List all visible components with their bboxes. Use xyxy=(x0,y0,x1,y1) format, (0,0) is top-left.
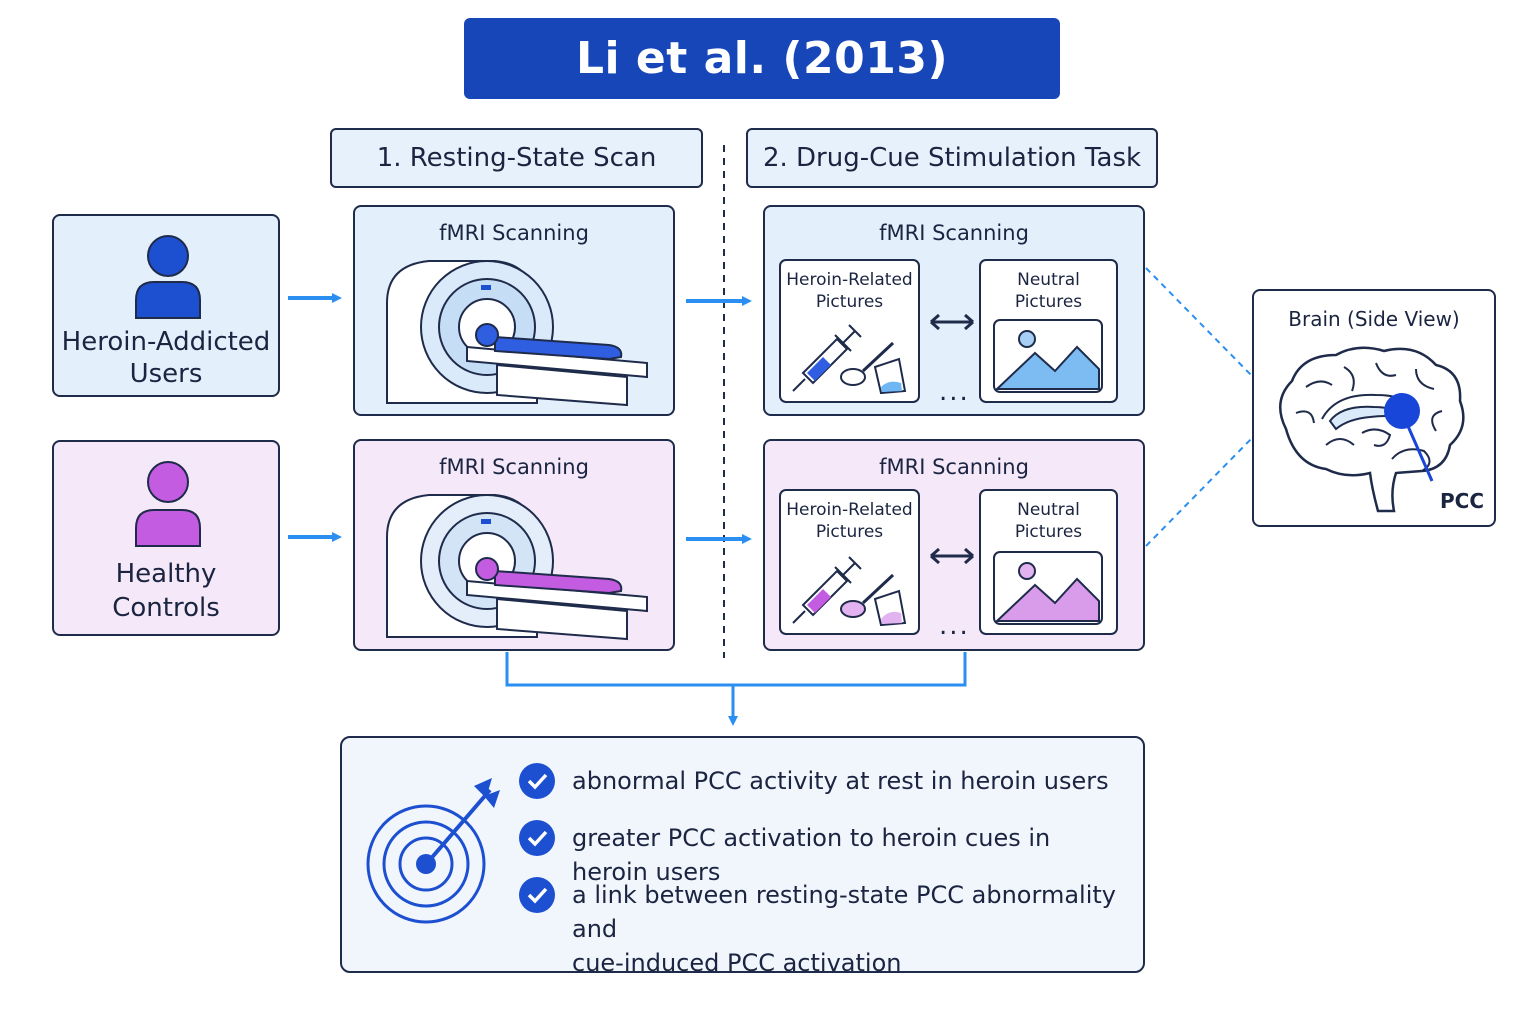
landscape-image-icon xyxy=(993,319,1103,393)
group-label-line2: Users xyxy=(129,359,203,389)
card-caption-line1: Neutral xyxy=(1017,270,1080,290)
finding-line2: cue-induced PCC activation xyxy=(572,949,902,977)
person-icon xyxy=(135,461,201,547)
rest-scan-controls: fMRI Scanning xyxy=(353,439,675,651)
results-bracket xyxy=(505,652,967,687)
dashed-link-heroin-brain xyxy=(1145,267,1253,377)
card-caption: Heroin-Related Pictures xyxy=(781,499,918,543)
section-header-drug-cue: 2. Drug-Cue Stimulation Task xyxy=(746,128,1158,188)
group-label-line1: Heroin-Addicted xyxy=(61,327,271,357)
brain-side-view-panel: Brain (Side View) PCC xyxy=(1252,289,1496,527)
finding-line1: a link between resting-state PCC abnorma… xyxy=(572,881,1116,943)
syringe-spoon-icon xyxy=(792,556,907,627)
scan-caption: fMRI Scanning xyxy=(439,455,589,479)
group-label-line2: Controls xyxy=(112,593,220,623)
card-caption: Neutral Pictures xyxy=(981,499,1116,543)
findings-panel: abnormal PCC activity at rest in heroin … xyxy=(340,736,1145,977)
scan-caption: fMRI Scanning xyxy=(879,455,1029,479)
task-scan-heroin: fMRI Scanning Heroin-Related Pictures Ne… xyxy=(763,205,1145,416)
ellipsis: ... xyxy=(939,611,970,641)
landscape-image-icon xyxy=(993,551,1103,625)
syringe-spoon-icon xyxy=(792,324,907,395)
card-caption-line1: Heroin-Related xyxy=(786,500,913,520)
rest-scan-heroin: fMRI Scanning xyxy=(353,205,675,416)
group-label-line1: Healthy xyxy=(115,559,217,589)
dashed-link-controls-brain xyxy=(1145,437,1253,547)
finding-item: greater PCC activation to heroin cues in… xyxy=(572,824,1051,886)
card-caption-line1: Neutral xyxy=(1017,500,1080,520)
scan-caption: fMRI Scanning xyxy=(439,221,589,245)
card-caption-line2: Pictures xyxy=(1014,292,1083,312)
brain-caption: Brain (Side View) xyxy=(1288,307,1460,331)
heroin-pictures-card: Heroin-Related Pictures xyxy=(779,259,920,403)
check-icon xyxy=(519,877,555,913)
card-caption-line1: Heroin-Related xyxy=(786,270,913,290)
brain-icon xyxy=(1279,346,1465,513)
double-arrow-icon xyxy=(927,307,977,337)
neutral-pictures-card: Neutral Pictures xyxy=(979,489,1118,635)
target-icon xyxy=(366,778,500,924)
group-heroin-users: Heroin-Addicted Users xyxy=(52,214,280,397)
mri-scanner-icon xyxy=(386,260,648,407)
card-caption-line2: Pictures xyxy=(1014,522,1083,542)
page-title: Li et al. (2013) xyxy=(464,18,1060,99)
group-healthy-controls: Healthy Controls xyxy=(52,440,280,636)
finding-item: abnormal PCC activity at rest in heroin … xyxy=(572,767,1109,795)
card-caption: Heroin-Related Pictures xyxy=(781,269,918,313)
check-icon xyxy=(519,820,555,856)
card-caption: Neutral Pictures xyxy=(981,269,1116,313)
mri-scanner-icon xyxy=(386,494,648,641)
double-arrow-icon xyxy=(927,541,977,571)
finding-item: a link between resting-state PCC abnorma… xyxy=(572,878,1132,980)
card-caption-line2: Pictures xyxy=(815,522,884,542)
person-icon xyxy=(135,235,201,319)
pcc-label: PCC xyxy=(1440,489,1485,513)
neutral-pictures-card: Neutral Pictures xyxy=(979,259,1118,403)
scan-caption: fMRI Scanning xyxy=(879,221,1029,245)
heroin-pictures-card: Heroin-Related Pictures xyxy=(779,489,920,635)
ellipsis: ... xyxy=(939,377,970,407)
section-header-resting: 1. Resting-State Scan xyxy=(330,128,703,188)
task-scan-controls: fMRI Scanning Heroin-Related Pictures Ne… xyxy=(763,439,1145,651)
check-icon xyxy=(519,763,555,799)
card-caption-line2: Pictures xyxy=(815,292,884,312)
